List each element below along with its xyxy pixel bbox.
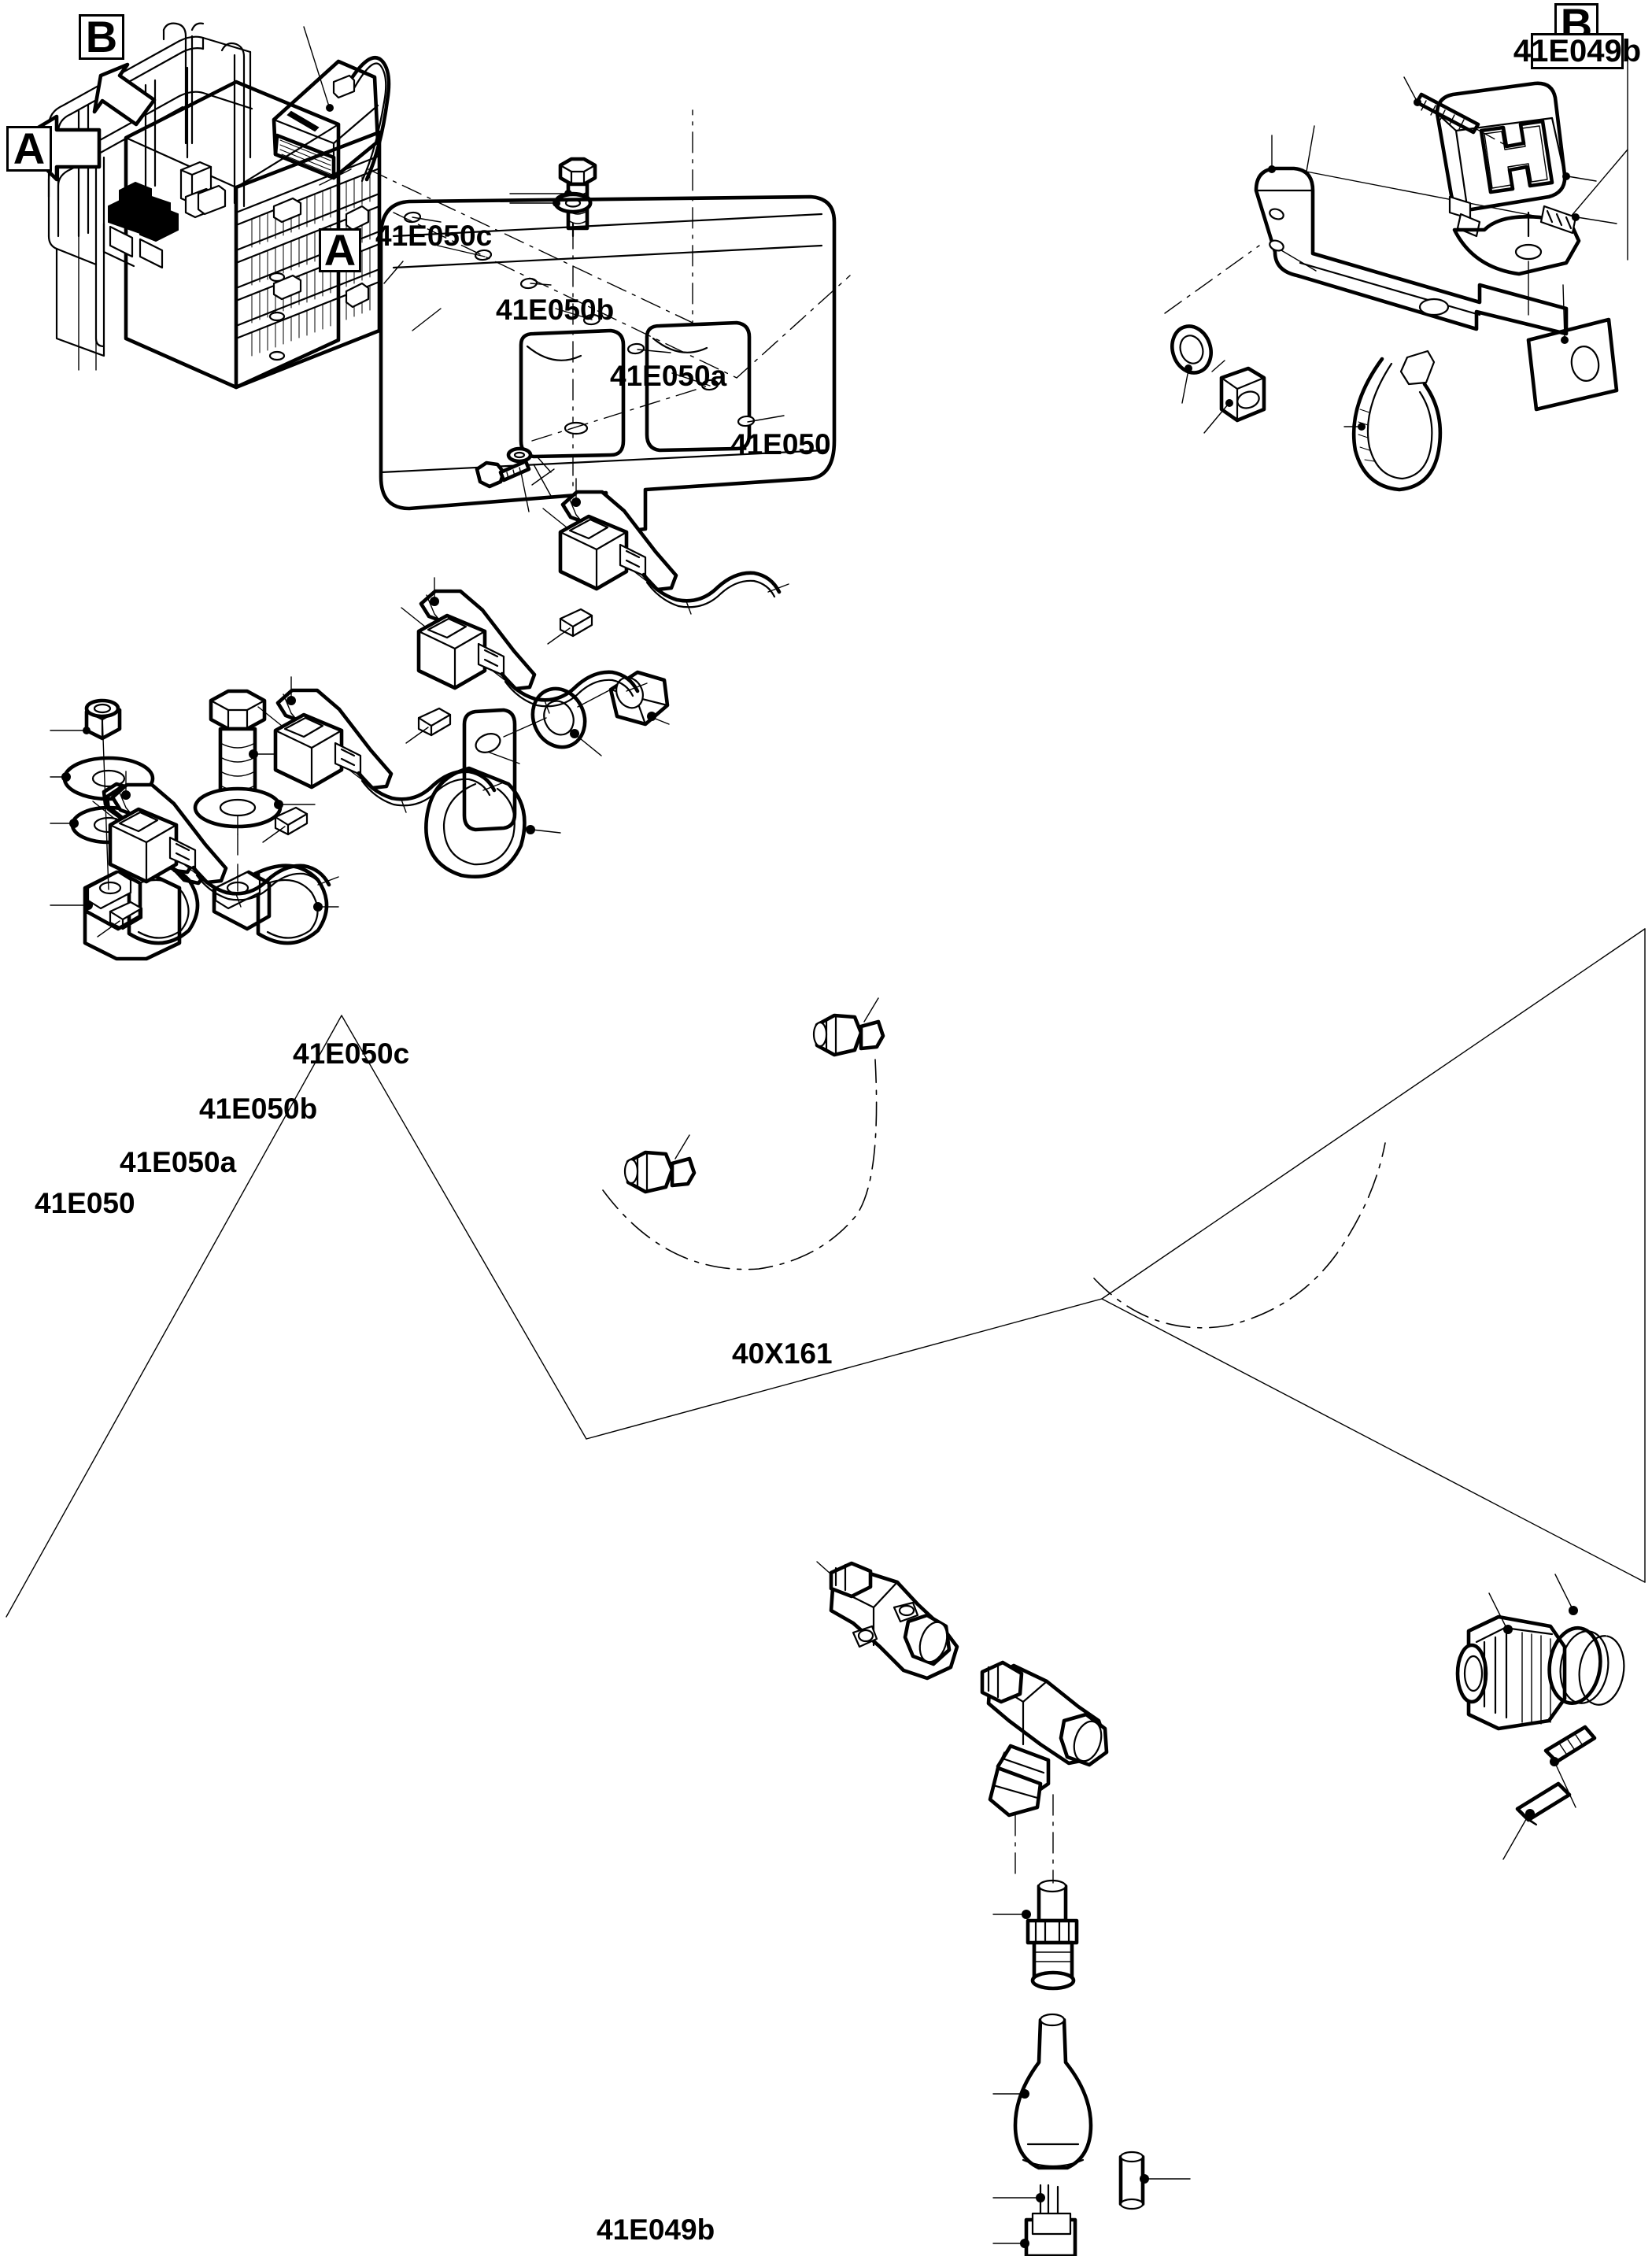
lower-panel-boundary [6,928,1646,1618]
part-label-40x161: 40X161 [732,1337,833,1370]
part-label-41e050b-lower: 41E050b [199,1093,318,1125]
harness-41e050-art [92,771,339,938]
part-label-41e050a-upper: 41E050a [610,360,727,392]
detail-marker-b-top-left: B [79,14,124,60]
bolt-washer-clamp-art [193,689,339,945]
alarm-horn-art [272,26,391,186]
harness-41e050b-art [401,577,648,744]
tie-and-plate-art [1170,284,1619,492]
harness-coupler-art [623,997,885,1194]
part-label-41e050c-lower: 41E050c [293,1037,410,1070]
part-label-41e050a-lower: 41E050a [120,1146,237,1178]
part-number-box-41e049b: 41E049b [1513,33,1642,69]
lower-bolt-washer-art [475,385,709,512]
harness-41e050c-art [542,478,789,645]
part-label-41e049b-bottom: 41E049b [597,2213,715,2246]
ladder-assembly-art [15,22,382,390]
manifold-tee-art [816,1561,1109,1877]
part-label-41e050b-upper: 41E050b [496,294,615,326]
clamp-bracket-art [424,670,670,879]
part-label-41e050-upper: 41E050 [730,428,831,460]
harness-41e050a-art [257,676,504,843]
fitting-stack-art [992,1794,1191,2256]
coupler-40x161-art [1455,1574,1625,1860]
detail-marker-a-top-left: A [6,126,52,172]
part-label-41e050c-upper: 41E050c [375,220,493,252]
detail-b-art [1164,40,1628,336]
part-label-41e050-lower: 41E050 [35,1187,135,1219]
detail-marker-a-section: A [319,228,361,272]
